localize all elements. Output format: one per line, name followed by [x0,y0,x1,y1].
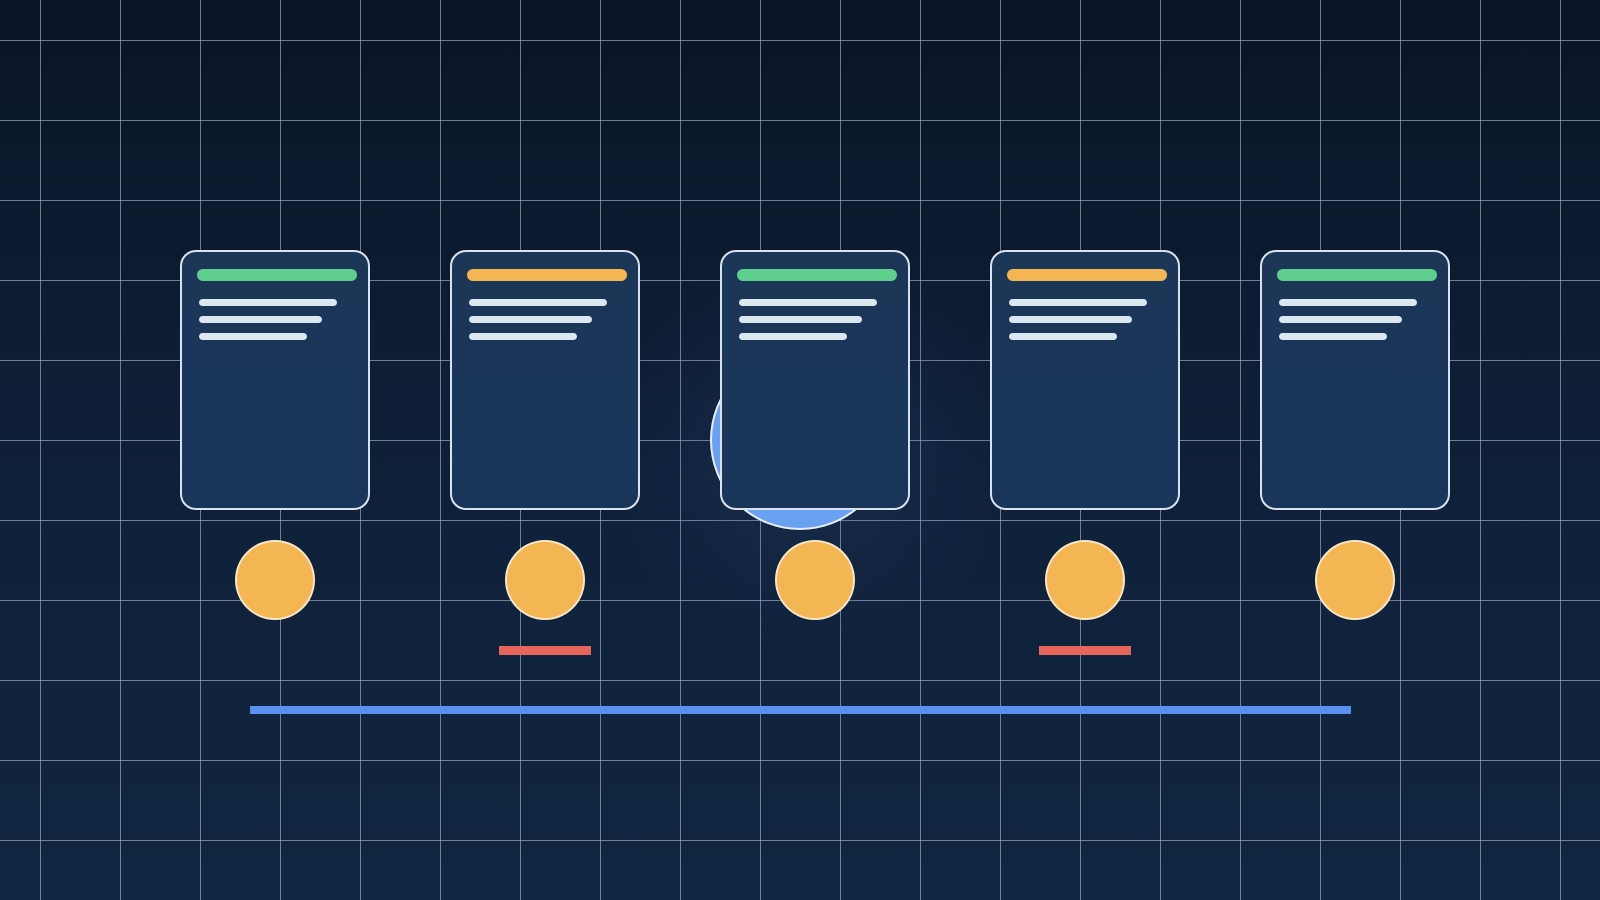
card-text-line [739,333,847,340]
card-header-bar [737,269,897,281]
card-4 [990,250,1180,510]
card-text-line [469,316,592,323]
timeline-baseline [250,706,1351,714]
card-text-line [199,299,337,306]
card-text-line [739,316,862,323]
card-header-bar [197,269,357,281]
red-marker-4 [1039,646,1131,655]
card-text-line [199,316,322,323]
orb-2 [505,540,585,620]
card-1 [180,250,370,510]
card-text-line [1279,316,1402,323]
orb-5 [1315,540,1395,620]
card-header-bar [1007,269,1167,281]
card-text-line [1009,316,1132,323]
card-header-bar [1277,269,1437,281]
orb-3 [775,540,855,620]
card-2 [450,250,640,510]
orb-4 [1045,540,1125,620]
card-text-line [1009,333,1117,340]
card-text-line [1279,333,1387,340]
card-header-bar [467,269,627,281]
card-3 [720,250,910,510]
card-5 [1260,250,1450,510]
orb-1 [235,540,315,620]
card-text-line [1009,299,1147,306]
card-text-line [199,333,307,340]
card-text-line [1279,299,1417,306]
card-text-line [469,299,607,306]
red-marker-2 [499,646,591,655]
card-text-line [469,333,577,340]
card-text-line [739,299,877,306]
